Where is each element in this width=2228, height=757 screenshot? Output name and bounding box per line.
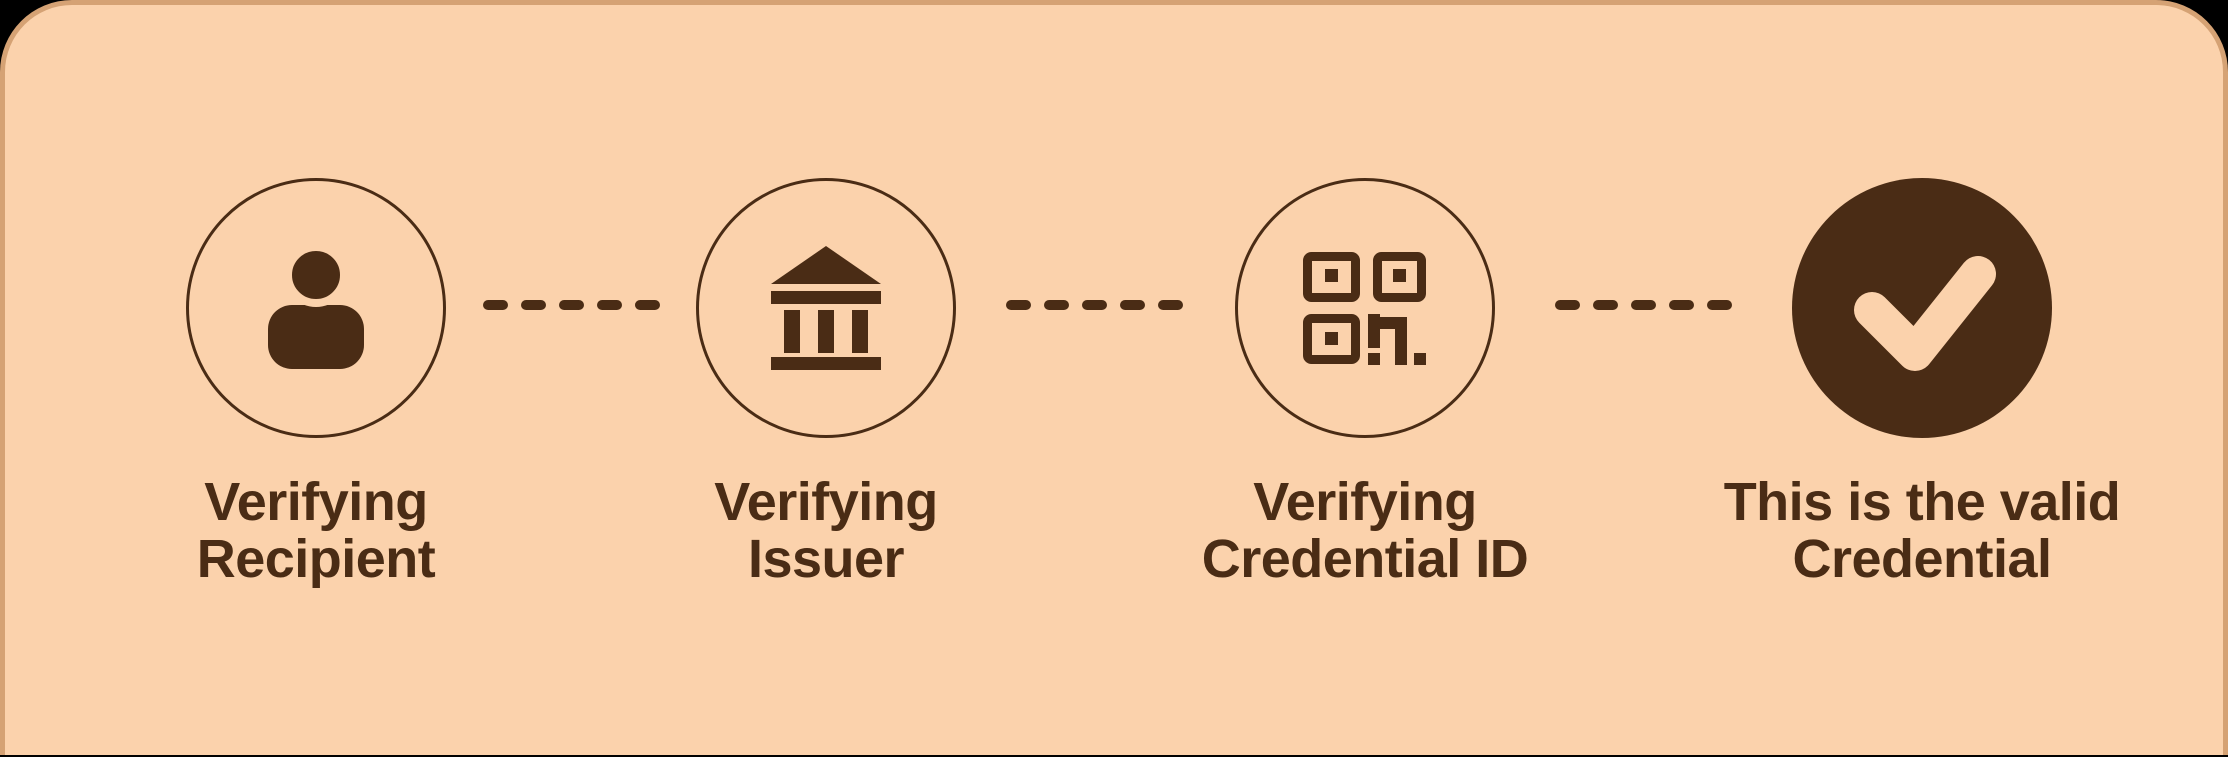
step-label-line2: Issuer (747, 529, 905, 589)
valid-credential-circle (1792, 178, 2052, 438)
check-icon (1792, 178, 2052, 438)
recipient-circle (186, 178, 446, 438)
step-verifying-recipient: Verifying Recipient (96, 178, 536, 588)
credential-id-circle (1235, 178, 1495, 438)
dash (1006, 300, 1031, 310)
dashed-connector (1006, 300, 1183, 310)
dash (1593, 300, 1618, 310)
dash (1631, 300, 1656, 310)
dash (1707, 300, 1732, 310)
dash (635, 300, 660, 310)
step-label: Verifying Issuer (606, 474, 1046, 588)
step-label: This is the valid Credential (1702, 474, 2142, 588)
dash (1044, 300, 1069, 310)
step-label: Verifying Credential ID (1145, 474, 1585, 588)
issuer-circle (696, 178, 956, 438)
dash (1082, 300, 1107, 310)
dash (559, 300, 584, 310)
step-label-line1: Verifying (714, 472, 938, 532)
bank-icon (771, 246, 881, 370)
step-label-line1: This is the valid (1723, 472, 2121, 532)
user-icon (266, 247, 366, 369)
dash (1158, 300, 1183, 310)
dash (483, 300, 508, 310)
step-label-line2: Recipient (196, 529, 436, 589)
step-valid-credential: This is the valid Credential (1702, 178, 2142, 588)
qr-code-icon (1303, 251, 1427, 365)
step-label-line1: Verifying (1253, 472, 1477, 532)
step-verifying-credential-id: Verifying Credential ID (1145, 178, 1585, 588)
dash (1120, 300, 1145, 310)
step-verifying-issuer: Verifying Issuer (606, 178, 1046, 588)
dashed-connector (483, 300, 660, 310)
step-label: Verifying Recipient (96, 474, 536, 588)
dash (1669, 300, 1694, 310)
step-label-line2: Credential ID (1201, 529, 1529, 589)
dash (1555, 300, 1580, 310)
step-label-line2: Credential (1792, 529, 2052, 589)
step-label-line1: Verifying (204, 472, 428, 532)
dash (521, 300, 546, 310)
dashed-connector (1555, 300, 1732, 310)
dash (597, 300, 622, 310)
